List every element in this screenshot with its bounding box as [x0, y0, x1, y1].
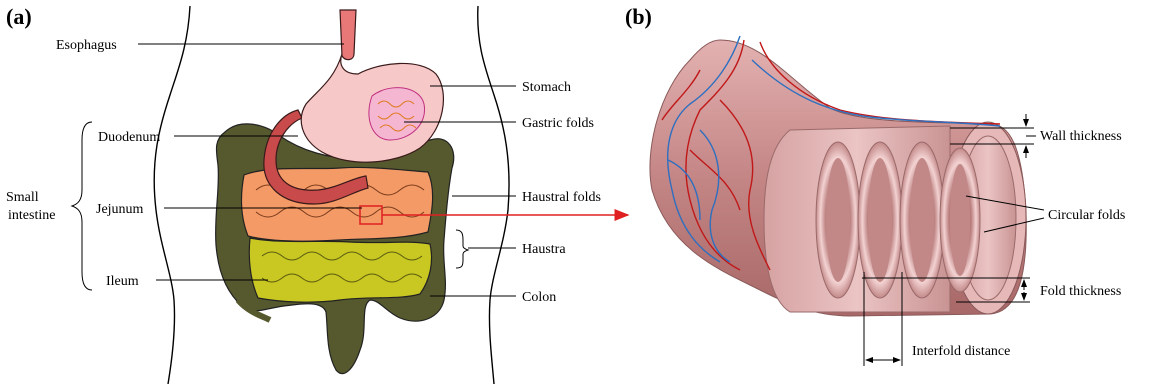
torso-outline-left	[154, 6, 190, 384]
label-esophagus: Esophagus	[56, 38, 117, 53]
haustra-bracket	[456, 230, 468, 268]
label-stomach: Stomach	[522, 80, 571, 95]
label-interfold-distance: Interfold distance	[912, 344, 1010, 359]
ileum-loops	[249, 238, 431, 302]
label-circular-folds: Circular folds	[1048, 208, 1125, 223]
esophagus	[340, 10, 356, 60]
label-ileum: Ileum	[106, 274, 139, 289]
label-gastric-folds: Gastric folds	[522, 116, 594, 131]
label-jejunum: Jejunum	[96, 202, 144, 217]
panel-b-tag: (b)	[625, 4, 652, 29]
label-haustral-folds: Haustral folds	[522, 190, 601, 205]
panel-a-tag: (a)	[6, 4, 32, 29]
label-duodenum: Duodenum	[98, 130, 160, 145]
label-wall-thickness: Wall thickness	[1040, 129, 1122, 144]
label-fold-thickness: Fold thickness	[1040, 284, 1121, 299]
stomach	[301, 54, 443, 162]
label-small-intestine-line1: Small	[6, 190, 39, 205]
small-intestine-bracket	[72, 122, 92, 290]
label-haustra: Haustra	[522, 242, 566, 257]
label-colon: Colon	[522, 290, 556, 305]
torso-outline-right	[478, 6, 509, 384]
label-small-intestine-line2: intestine	[8, 208, 55, 223]
